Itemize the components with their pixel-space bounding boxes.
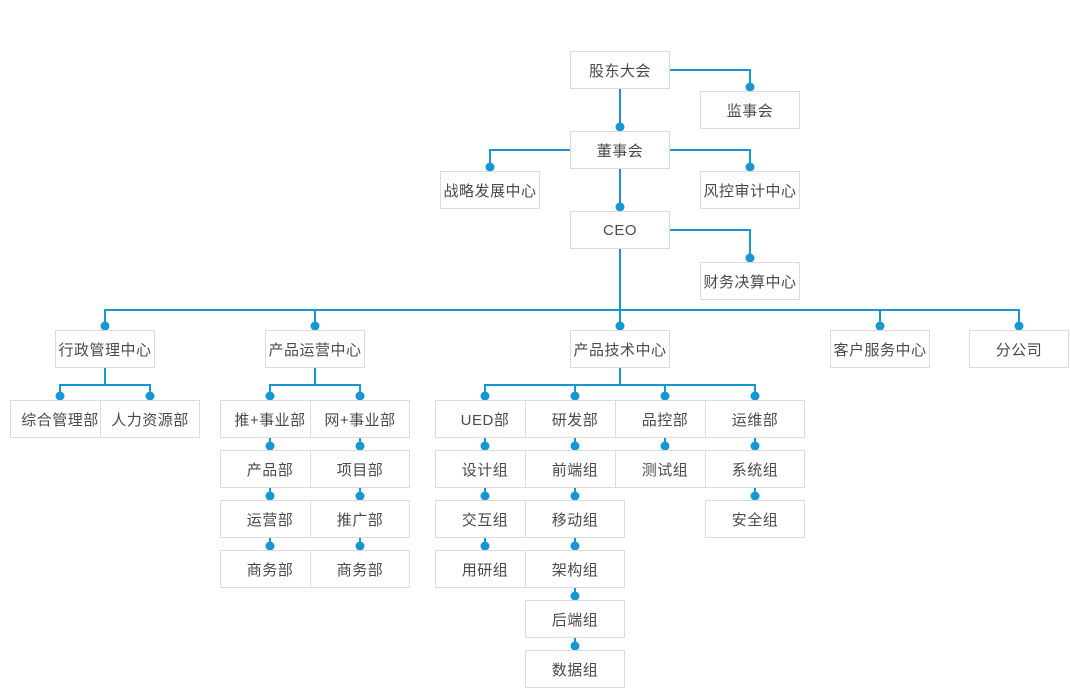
- org-node-backend: 后端组: [525, 600, 625, 638]
- org-node-branch: 分公司: [969, 330, 1069, 368]
- connector-dot: [745, 162, 755, 172]
- connector-dot: [570, 441, 580, 451]
- org-node-promote: 推广部: [310, 500, 410, 538]
- connector-dot: [480, 491, 490, 501]
- connector-dot: [1014, 321, 1024, 331]
- connector-dot: [480, 541, 490, 551]
- connector-dot: [570, 541, 580, 551]
- connector-dot: [265, 391, 275, 401]
- connector-dot: [615, 202, 625, 212]
- org-node-tech: 产品技术中心: [570, 330, 670, 368]
- org-node-front: 前端组: [525, 450, 625, 488]
- connector-dot: [265, 441, 275, 451]
- org-node-security: 安全组: [705, 500, 805, 538]
- org-node-arch: 架构组: [525, 550, 625, 588]
- org-node-supervisory: 监事会: [700, 91, 800, 129]
- org-node-shareholders: 股东大会: [570, 51, 670, 89]
- connector-dot: [570, 491, 580, 501]
- connector-dot: [745, 253, 755, 263]
- connector-dot: [660, 391, 670, 401]
- org-node-project: 项目部: [310, 450, 410, 488]
- org-node-operation: 产品运营中心: [265, 330, 365, 368]
- connector-dot: [355, 491, 365, 501]
- org-node-general: 综合管理部: [10, 400, 110, 438]
- org-node-board: 董事会: [570, 131, 670, 169]
- connector-dot: [265, 541, 275, 551]
- connector-dot: [745, 82, 755, 92]
- connector-dot: [355, 441, 365, 451]
- org-node-qc: 品控部: [615, 400, 715, 438]
- connector-dot: [615, 122, 625, 132]
- connector-dot: [750, 391, 760, 401]
- connector-dot: [310, 321, 320, 331]
- connector-dot: [570, 591, 580, 601]
- org-node-data: 数据组: [525, 650, 625, 688]
- connector-dot: [750, 491, 760, 501]
- org-node-ceo: CEO: [570, 211, 670, 249]
- org-node-mobile: 移动组: [525, 500, 625, 538]
- org-node-strategy: 战略发展中心: [440, 171, 540, 209]
- connector-dot: [480, 441, 490, 451]
- connector-dot: [660, 441, 670, 451]
- org-node-tui: 推+事业部: [220, 400, 320, 438]
- org-node-rd: 研发部: [525, 400, 625, 438]
- org-node-finance: 财务决算中心: [700, 262, 800, 300]
- connector-dot: [355, 391, 365, 401]
- connector-dot: [265, 491, 275, 501]
- org-node-product: 产品部: [220, 450, 320, 488]
- connector-dot: [615, 321, 625, 331]
- org-node-research: 用研组: [435, 550, 535, 588]
- connector-dot: [485, 162, 495, 172]
- connector-dot: [750, 441, 760, 451]
- org-node-biz2: 商务部: [310, 550, 410, 588]
- org-node-system: 系统组: [705, 450, 805, 488]
- org-node-biz1: 商务部: [220, 550, 320, 588]
- org-node-risk: 风控审计中心: [700, 171, 800, 209]
- org-node-design: 设计组: [435, 450, 535, 488]
- org-node-wang: 网+事业部: [310, 400, 410, 438]
- connector-dot: [100, 321, 110, 331]
- org-node-ops: 运维部: [705, 400, 805, 438]
- org-node-operate: 运营部: [220, 500, 320, 538]
- connector-dot: [570, 641, 580, 651]
- org-node-hr: 人力资源部: [100, 400, 200, 438]
- connector-dot: [875, 321, 885, 331]
- connector-dot: [55, 391, 65, 401]
- connector-dot: [570, 391, 580, 401]
- org-node-ued: UED部: [435, 400, 535, 438]
- org-node-admin: 行政管理中心: [55, 330, 155, 368]
- connector-dot: [480, 391, 490, 401]
- org-node-interact: 交互组: [435, 500, 535, 538]
- org-node-test: 测试组: [615, 450, 715, 488]
- org-node-service: 客户服务中心: [830, 330, 930, 368]
- connector-dot: [145, 391, 155, 401]
- connector-dot: [355, 541, 365, 551]
